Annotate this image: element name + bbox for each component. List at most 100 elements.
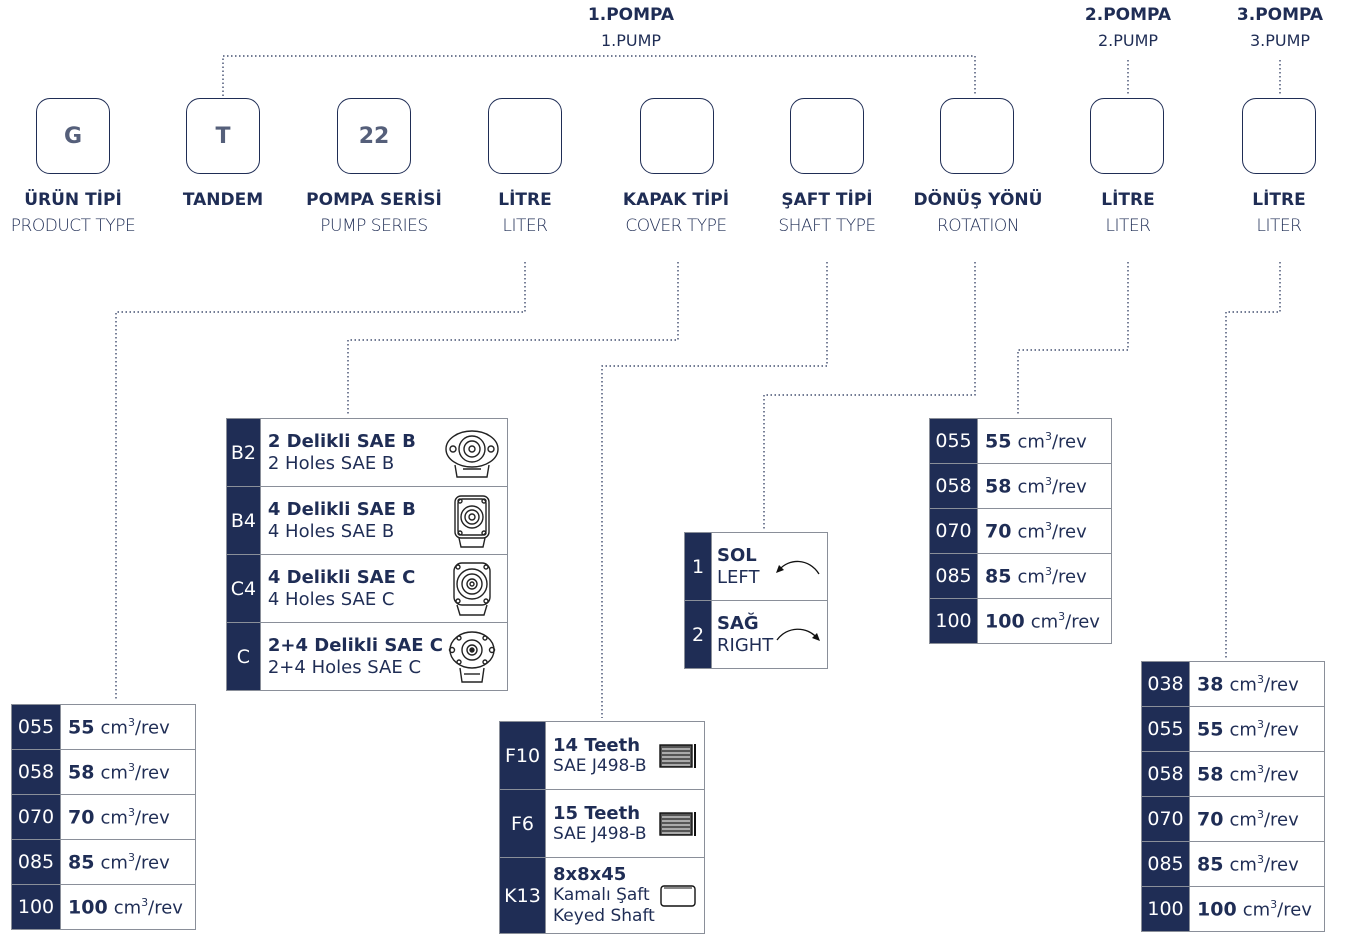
option-line-2: SAE J498-B — [553, 823, 647, 844]
option-code: F6 — [499, 789, 546, 858]
label-liter-1: LİTRE LITER — [450, 187, 600, 239]
option-line-3: Keyed Shaft — [553, 906, 655, 926]
option-value: 58 cm3/rev — [60, 749, 196, 795]
option-value: 70 cm3/rev — [60, 794, 196, 840]
option-tr: 4 Delikli SAE C — [267, 566, 416, 588]
option-code: K13 — [499, 857, 546, 934]
unit-suffix: /rev — [1051, 521, 1087, 543]
option-tr: 2+4 Delikli SAE C — [267, 634, 443, 656]
unit-suffix: /rev — [1263, 809, 1299, 831]
label-tr: ÜRÜN TİPİ — [24, 190, 122, 210]
cw-arrow-icon — [776, 628, 820, 641]
unit-suffix: /rev — [1051, 431, 1087, 453]
keyed-shaft-icon — [660, 884, 696, 907]
value-number: 58 — [985, 475, 1012, 498]
flange-4-hole-icon — [454, 494, 490, 548]
option-line-1: 14 Teeth — [553, 734, 641, 756]
value-number: 58 — [68, 761, 95, 784]
pump-3-header: 3.POMPA 3.PUMP — [1210, 2, 1348, 54]
unit-exp: 3 — [127, 760, 135, 774]
option-en: 2 Holes SAE B — [267, 452, 395, 474]
value-number: 55 — [985, 430, 1012, 453]
label-en: LITER — [1105, 216, 1151, 236]
unit-label: cm — [1229, 764, 1257, 786]
unit-exp: 3 — [1256, 717, 1264, 731]
value-number: 58 — [1197, 763, 1224, 786]
option-line-1: 8x8x45 — [553, 864, 627, 885]
code-box-tandem: T — [186, 98, 260, 174]
label-tr: LİTRE — [1252, 190, 1306, 210]
option-code: 100 — [1141, 886, 1190, 932]
option-line-2: Kamalı Şaft — [553, 885, 650, 905]
option-code: 085 — [1141, 841, 1190, 887]
unit-suffix: /rev — [134, 807, 170, 829]
unit-label: cm — [100, 852, 128, 874]
unit-suffix: /rev — [148, 897, 183, 919]
label-liter-3: LİTRE LITER — [1204, 187, 1348, 239]
code-box-liter-2 — [1090, 98, 1164, 174]
option-en: 2+4 Holes SAE C — [267, 656, 422, 678]
option-value: 85 cm3/rev — [60, 839, 196, 885]
unit-suffix: /rev — [134, 717, 170, 739]
code-box-cover-type — [640, 98, 714, 174]
label-en: SHAFT TYPE — [778, 216, 876, 236]
pump-1-header: 1.POMPA 1.PUMP — [561, 2, 701, 54]
unit-label: cm — [1229, 719, 1257, 741]
code-box-product-type: G — [36, 98, 110, 174]
option-value: 100 cm3/rev — [60, 884, 196, 930]
unit-label: cm — [1017, 566, 1045, 588]
option-code: 085 — [929, 553, 978, 599]
option-code: 055 — [929, 418, 978, 464]
unit-suffix: /rev — [1263, 674, 1299, 696]
pump-1-title: 1.POMPA — [587, 5, 675, 25]
option-value: 55 cm3/rev — [977, 418, 1112, 464]
option-value: 70 cm3/rev — [1189, 796, 1325, 842]
flange-2-hole-icon — [445, 429, 499, 478]
option-value: 55 cm3/rev — [60, 704, 196, 750]
value-number: 85 — [1197, 853, 1224, 876]
label-tr: ŞAFT TİPİ — [781, 190, 873, 210]
unit-label: cm — [1017, 476, 1045, 498]
option-en: 4 Holes SAE C — [267, 588, 395, 610]
value-number: 85 — [68, 851, 95, 874]
unit-label: cm — [100, 762, 128, 784]
ccw-arrow-icon — [776, 560, 820, 574]
pump-2-header: 2.POMPA 2.PUMP — [1058, 2, 1198, 54]
unit-suffix: /rev — [1263, 854, 1299, 876]
unit-exp: 3 — [141, 895, 149, 909]
code-box-liter-3 — [1242, 98, 1316, 174]
unit-suffix: /rev — [1065, 611, 1100, 633]
unit-label: cm — [100, 807, 128, 829]
unit-exp: 3 — [1044, 519, 1052, 533]
label-tr: POMPA SERİSİ — [306, 190, 442, 210]
splined-shaft-icon — [659, 743, 696, 768]
value-number: 38 — [1197, 673, 1224, 696]
option-code: C4 — [226, 554, 261, 623]
pump-3-title: 3.POMPA — [1236, 5, 1324, 25]
label-tr: KAPAK TİPİ — [622, 190, 730, 210]
unit-label: cm — [1017, 431, 1045, 453]
label-rotation: DÖNÜŞ YÖNÜ ROTATION — [903, 187, 1053, 239]
label-en: PRODUCT TYPE — [10, 216, 136, 236]
unit-suffix: /rev — [1263, 764, 1299, 786]
